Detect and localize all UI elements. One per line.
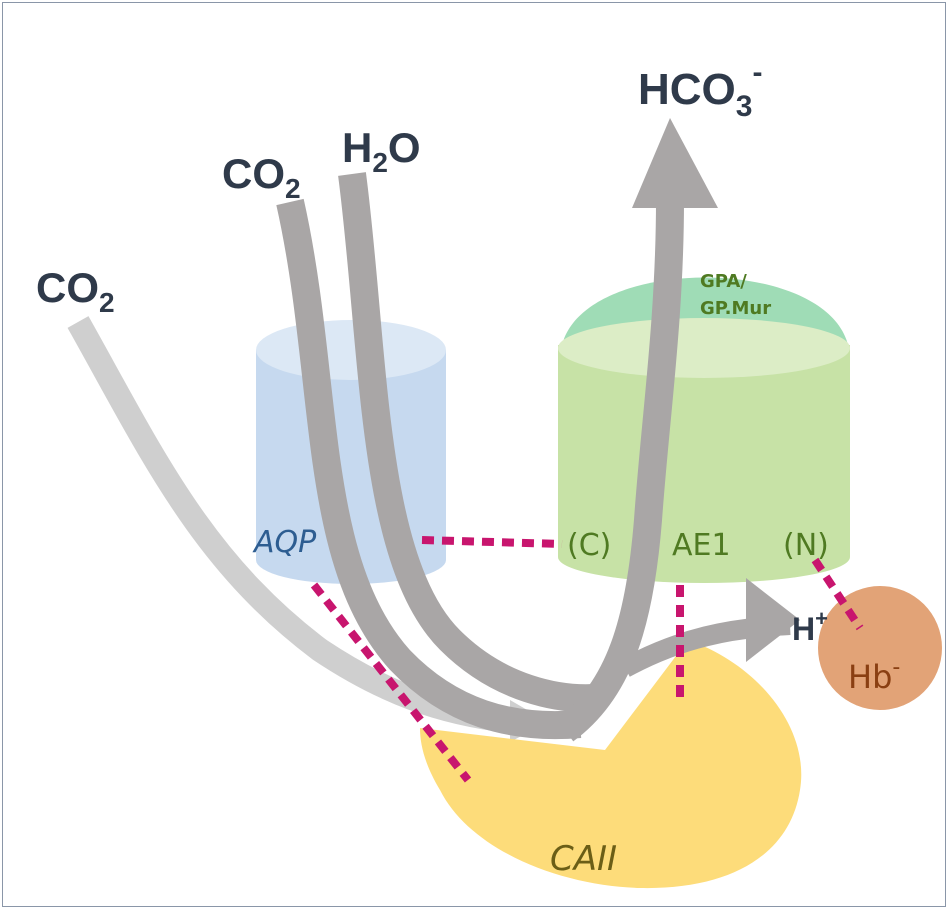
bicarbonate-arrowhead (632, 118, 718, 208)
aqp-caii-interaction (310, 582, 472, 783)
hco3-label: HCO3- (638, 56, 762, 123)
aqp-label: AQP (252, 525, 317, 560)
ae1-hb-interaction (811, 557, 864, 631)
co2-channel-arrow (276, 198, 582, 740)
hemoglobin-label: Hb- (848, 655, 900, 696)
ae1-n-terminus-label: (N) (783, 528, 829, 563)
ae1-c-terminus-label: (C) (567, 528, 611, 563)
proton-label: H+ (792, 606, 828, 647)
co2-center-label: CO2 (222, 150, 301, 204)
caii-enzyme (420, 640, 802, 889)
co2-left-label: CO2 (36, 264, 115, 318)
proton-arrowhead (746, 578, 800, 662)
h2o-arrow (338, 172, 596, 713)
h2o-label: H2O (342, 124, 421, 178)
aqp-ae1-interaction (421, 536, 563, 548)
bicarbonate-arrow (556, 199, 684, 742)
ae1-channel (558, 277, 850, 583)
caii-label: CAII (550, 839, 617, 879)
gpa-label: GPA/ GP.Mur (700, 271, 771, 319)
interaction-lines (310, 536, 864, 783)
ae1-label: AE1 (672, 528, 731, 563)
